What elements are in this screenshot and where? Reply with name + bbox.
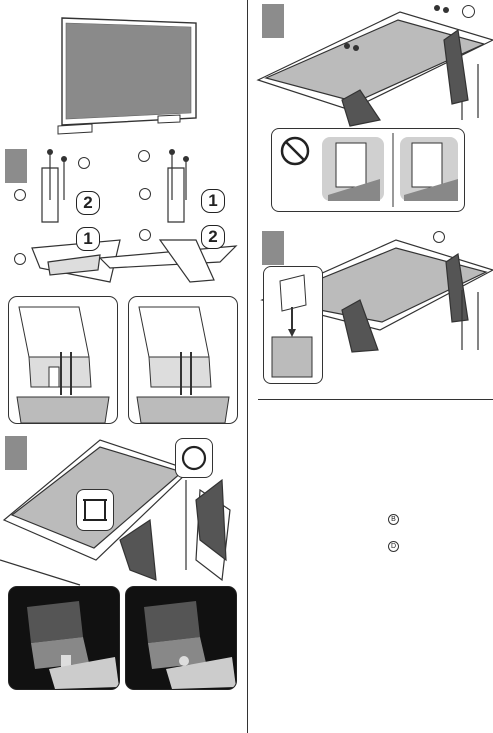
tv-on-table-right-top bbox=[258, 12, 493, 126]
dark-detail-left bbox=[8, 586, 120, 690]
callout-b1: 1 bbox=[201, 189, 225, 213]
ref-circle bbox=[14, 189, 26, 201]
no-symbol-icon bbox=[282, 138, 308, 164]
stand-right-assembly bbox=[100, 150, 236, 282]
ref-circle bbox=[433, 231, 445, 243]
step-marker-2 bbox=[5, 436, 27, 470]
ref-circle bbox=[78, 157, 90, 169]
ref-circle bbox=[138, 150, 150, 162]
square-icon-box bbox=[76, 489, 114, 531]
detail-panel-left bbox=[8, 296, 118, 424]
circle-ok-icon bbox=[176, 439, 212, 477]
callout-a2: 1 bbox=[76, 227, 100, 251]
ref-circle bbox=[139, 229, 151, 241]
mark-b: B bbox=[388, 514, 399, 525]
step-marker-4 bbox=[262, 231, 284, 265]
mark-d: D bbox=[388, 541, 399, 552]
detail-panel-right bbox=[128, 296, 238, 424]
step-marker-3 bbox=[262, 4, 284, 38]
callout-b2: 2 bbox=[201, 225, 225, 249]
tv-illustration bbox=[58, 18, 196, 134]
dark-detail-right bbox=[125, 586, 237, 690]
callout-a1: 2 bbox=[76, 191, 100, 215]
inset-panel-step4 bbox=[263, 266, 323, 384]
circle-ok-icon-box bbox=[175, 438, 213, 478]
ref-circle bbox=[462, 5, 475, 18]
step-marker-1 bbox=[5, 149, 27, 183]
no-symbol-panel bbox=[271, 128, 465, 212]
ref-circle bbox=[139, 188, 151, 200]
ref-circle bbox=[14, 253, 26, 265]
square-icon bbox=[77, 490, 113, 530]
